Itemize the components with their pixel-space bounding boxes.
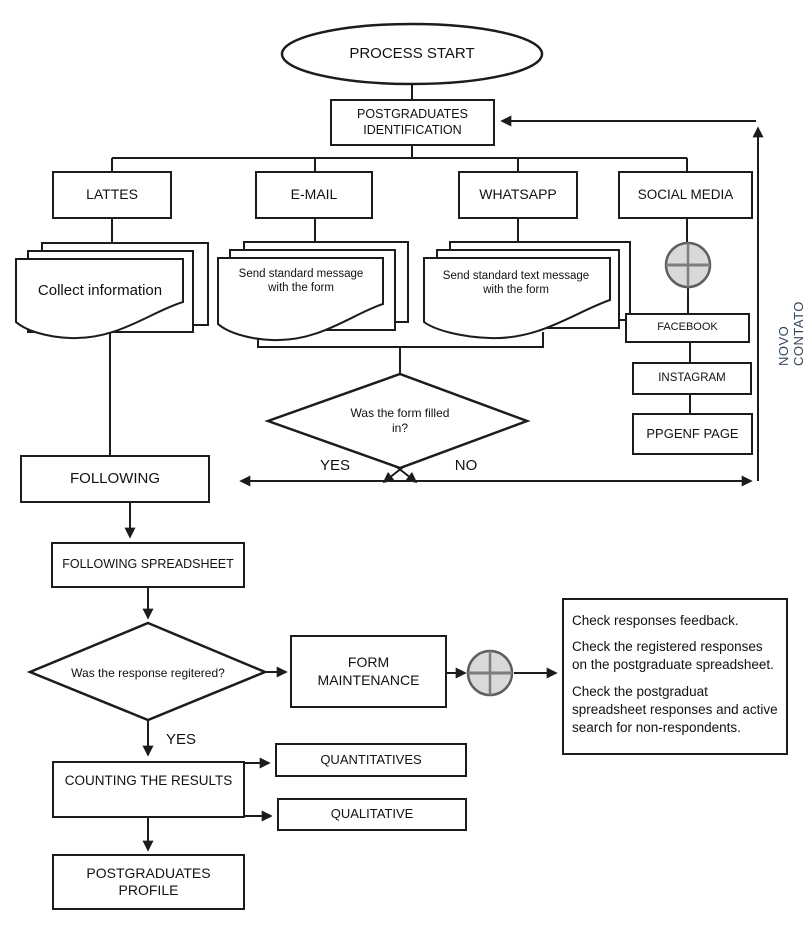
- node-following-spreadsheet: FOLLOWING SPREADSHEET: [51, 542, 245, 588]
- email-doc-stack: [217, 241, 409, 342]
- node-following: FOLLOWING: [20, 455, 210, 503]
- node-form-maintenance: FORM MAINTENANCE: [290, 635, 447, 708]
- node-whatsapp: WHATSAPP: [458, 171, 578, 219]
- node-facebook: FACEBOOK: [625, 313, 750, 343]
- whatsapp-doc-shape: [423, 257, 611, 340]
- email-doc-shape: [217, 257, 384, 342]
- node-label: QUANTITATIVES: [320, 751, 422, 767]
- node-label: PPGENF PAGE: [646, 425, 739, 441]
- node-email: E-MAIL: [255, 171, 373, 219]
- novo-contato-label: NOVO CONTATO: [776, 301, 806, 366]
- node-label: POSTGRADUATES IDENTIFICATION: [357, 106, 468, 137]
- node-instagram: INSTAGRAM: [632, 362, 752, 395]
- decision-form-filled-diamond: [264, 372, 531, 470]
- node-label: SOCIAL MEDIA: [637, 186, 734, 202]
- node-postgraduates-profile: POSTGRADUATES PROFILE: [52, 854, 245, 910]
- node-lattes: LATTES: [52, 171, 172, 219]
- check-note-2: Check the registered responses on the po…: [572, 639, 774, 673]
- process-start-ellipse: [280, 22, 544, 86]
- check-note-3: Check the postgraduat spreadsheet respon…: [572, 683, 778, 736]
- node-label: WHATSAPP: [479, 186, 557, 203]
- check-notes-box: Check responses feedback. Check the regi…: [562, 598, 788, 755]
- node-label: POSTGRADUATES PROFILE: [86, 864, 211, 899]
- node-label: FOLLOWING SPREADSHEET: [62, 557, 234, 572]
- collect-doc-stack: [15, 242, 209, 340]
- collect-doc-shape: [15, 258, 184, 340]
- node-counting-results: COUNTING THE RESULTS: [52, 761, 245, 818]
- node-label: FOLLOWING: [69, 469, 160, 487]
- node-ppgenf-page: PPGENF PAGE: [632, 413, 753, 455]
- node-label: INSTAGRAM: [658, 372, 726, 385]
- node-label: FACEBOOK: [657, 321, 718, 334]
- node-qualitative: QUALITATIVE: [277, 798, 467, 831]
- node-label: COUNTING THE RESULTS: [64, 773, 233, 788]
- whatsapp-doc-stack: [423, 241, 631, 340]
- node-social-media: SOCIAL MEDIA: [618, 171, 753, 219]
- node-label: LATTES: [86, 186, 138, 203]
- check-note-1: Check responses feedback.: [572, 613, 739, 628]
- node-label: FORM MAINTENANCE: [317, 654, 420, 688]
- decision-response-registered-diamond: [26, 621, 269, 722]
- junction-circle-maintenance: [466, 649, 514, 697]
- junction-circle-social: [664, 241, 712, 289]
- node-quantitatives: QUANTITATIVES: [275, 743, 467, 777]
- node-postgraduates-identification: POSTGRADUATES IDENTIFICATION: [330, 99, 495, 146]
- node-label: QUALITATIVE: [330, 806, 414, 822]
- node-label: E-MAIL: [290, 186, 338, 203]
